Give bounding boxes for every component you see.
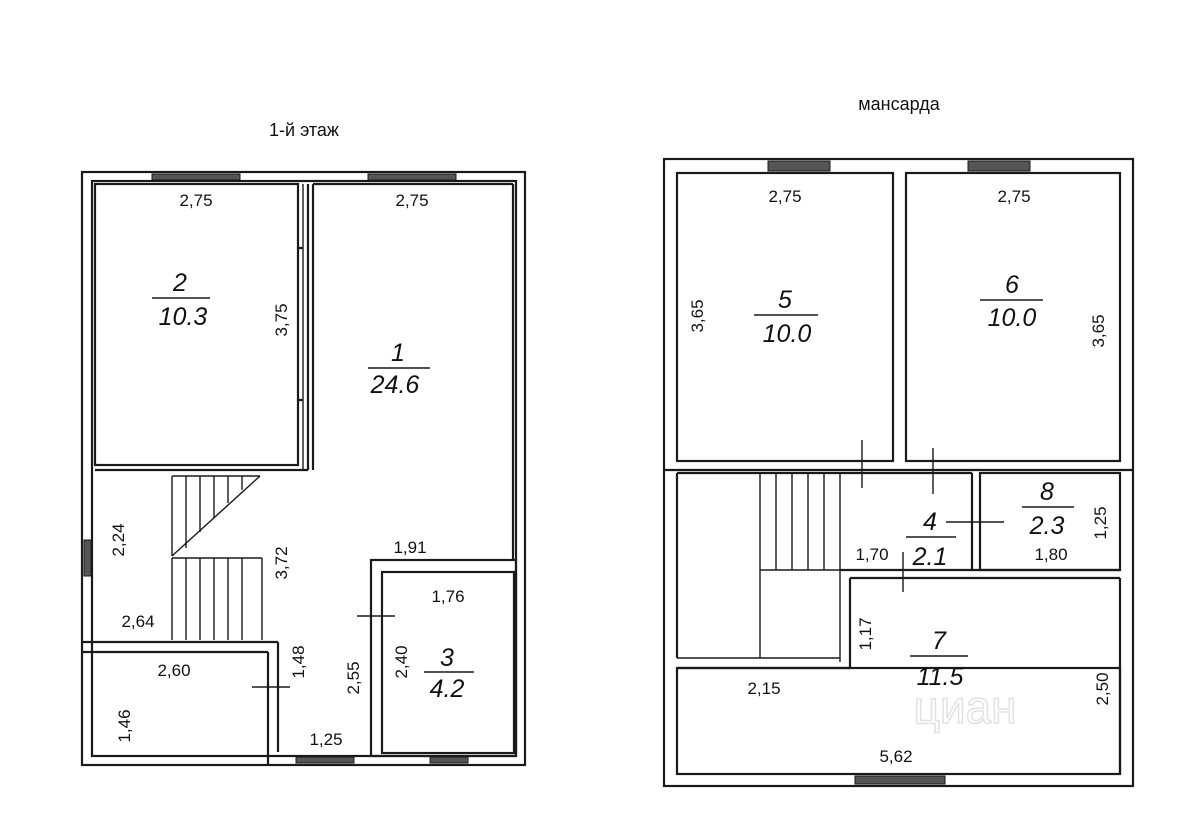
dim-room2-depth: 3,75 — [272, 303, 291, 336]
dim-stair-width: 2,64 — [121, 612, 154, 631]
dim-room7-width: 5,62 — [879, 747, 912, 766]
room5-walls — [675, 171, 895, 463]
dim-hall-width: 1,91 — [393, 538, 426, 557]
attic-staircase — [677, 473, 841, 662]
room2-walls — [93, 182, 300, 467]
floor1-window — [429, 756, 469, 764]
dim-landing-depth: 1,17 — [856, 617, 875, 650]
dim-stair-side: 2,24 — [109, 523, 128, 556]
dim-porch-width: 2,60 — [157, 661, 190, 680]
room3-label: 3 4.2 — [424, 644, 474, 703]
dim-room6-depth: 3,65 — [1089, 314, 1108, 347]
svg-text:6: 6 — [1005, 271, 1019, 299]
svg-text:10.0: 10.0 — [988, 304, 1037, 332]
floor1-window — [83, 539, 92, 577]
room1-label: 1 24.6 — [368, 339, 430, 399]
svg-text:11.5: 11.5 — [917, 663, 964, 691]
room8-label: 8 2.3 — [1022, 478, 1074, 540]
attic-outer-wall — [662, 157, 1135, 788]
floor1-window — [367, 173, 457, 181]
attic-plan: мансарда — [662, 94, 1135, 788]
dim-passage-width: 1,25 — [309, 730, 342, 749]
room3-outer — [369, 558, 518, 758]
attic-window — [767, 160, 831, 172]
svg-text:1: 1 — [391, 339, 405, 367]
dim-room5-depth: 3,65 — [688, 299, 707, 332]
dim-hall-width: 1,70 — [855, 545, 888, 564]
room3-inner — [380, 570, 516, 755]
dim-room5-width: 2,75 — [768, 187, 801, 206]
floor1-outer-wall-inner — [90, 179, 518, 758]
dim-room8-width: 1,80 — [1034, 545, 1067, 564]
watermark-logo: циан — [913, 681, 1016, 733]
floor1-staircase — [171, 475, 263, 640]
room5-label: 5 10.0 — [754, 286, 818, 348]
dim-room1-width: 2,75 — [395, 191, 428, 210]
svg-text:10.3: 10.3 — [159, 303, 208, 331]
floor1-title: 1-й этаж — [269, 120, 339, 140]
floor1-window — [151, 173, 241, 181]
svg-text:2: 2 — [172, 269, 187, 297]
svg-text:2.1: 2.1 — [912, 543, 948, 571]
svg-text:3: 3 — [440, 644, 454, 672]
dim-room6-width: 2,75 — [997, 187, 1030, 206]
svg-text:10.0: 10.0 — [763, 320, 812, 348]
room2-label: 2 10.3 — [152, 269, 210, 331]
dim-bath-depth: 2,40 — [392, 645, 411, 678]
svg-text:5: 5 — [778, 286, 792, 314]
dim-bath-width: 1,76 — [431, 587, 464, 606]
floor1-outer-wall — [80, 170, 527, 767]
attic-window — [854, 775, 946, 785]
svg-text:7: 7 — [932, 627, 947, 655]
floor1-plan: 1-й этаж — [80, 120, 527, 767]
attic-window — [967, 160, 1031, 172]
svg-text:24.6: 24.6 — [370, 371, 420, 399]
room6-walls — [904, 171, 1122, 463]
dim-stair-depth: 3,72 — [272, 546, 291, 579]
attic-title: мансарда — [858, 94, 940, 114]
dim-porch-depth: 1,46 — [115, 709, 134, 742]
dim-room2-width: 2,75 — [179, 191, 212, 210]
dim-room7-depth: 2,50 — [1093, 672, 1112, 705]
room7-label: 7 11.5 — [910, 627, 968, 691]
room4-label: 4 2.1 — [906, 508, 956, 571]
room6-label: 6 10.0 — [980, 271, 1043, 332]
svg-text:4: 4 — [923, 508, 937, 536]
dim-porch-inner: 1,48 — [289, 645, 308, 678]
svg-text:2.3: 2.3 — [1029, 512, 1065, 540]
dim-room7-left: 2,15 — [747, 679, 780, 698]
dim-passage-depth: 2,55 — [344, 661, 363, 694]
floor1-window — [295, 756, 355, 764]
svg-text:4.2: 4.2 — [430, 675, 465, 703]
svg-text:8: 8 — [1040, 478, 1054, 506]
dim-room8-depth: 1,25 — [1091, 506, 1110, 539]
